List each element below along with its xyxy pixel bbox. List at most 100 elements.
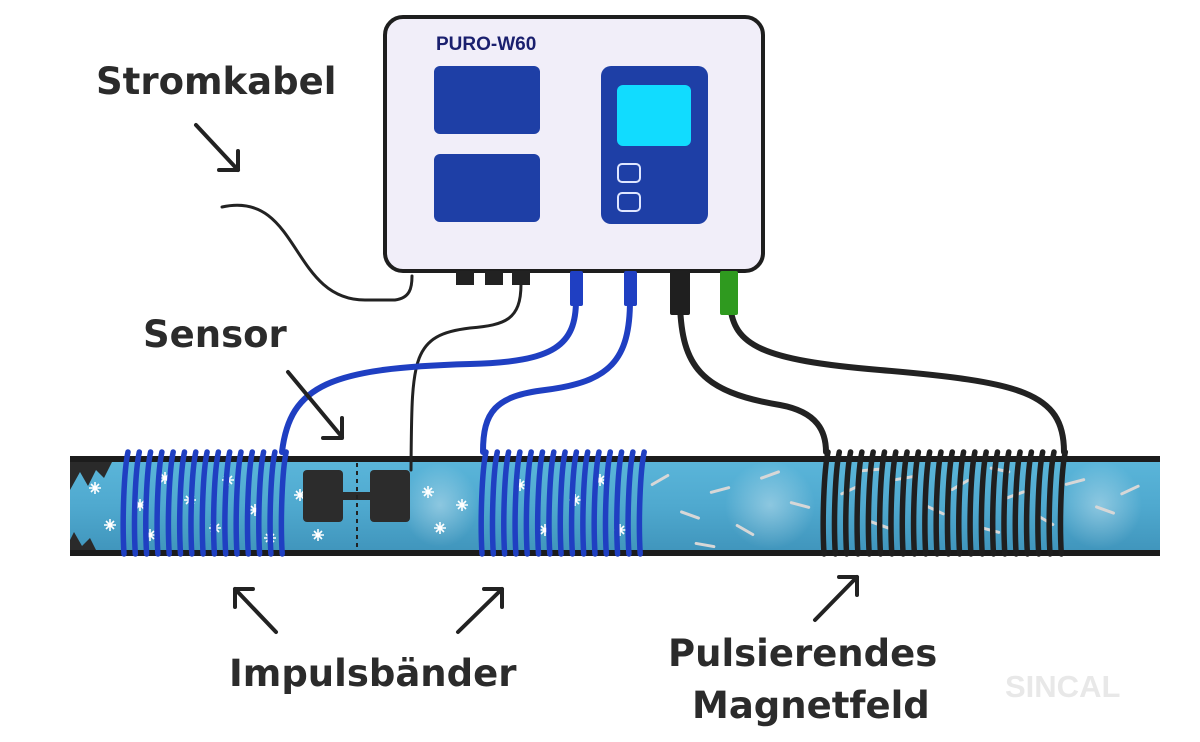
label-impulse-bands: Impulsbänder — [229, 652, 517, 695]
impulse-band-right — [478, 449, 647, 557]
coil-winding — [1035, 449, 1046, 557]
coil-winding — [244, 449, 256, 557]
coil-winding — [176, 449, 188, 557]
arrow-magnetfeld — [813, 575, 859, 622]
particle — [735, 524, 755, 536]
coil-winding — [267, 449, 278, 557]
particle — [760, 470, 780, 480]
particle — [650, 474, 670, 486]
coil-winding — [256, 449, 267, 557]
coil-winding — [210, 449, 222, 557]
label-magnetic-field-line2: Magnetfeld — [692, 684, 930, 727]
blue-cable-left — [279, 297, 579, 455]
coil-winding — [143, 449, 154, 557]
arrow-impuls-left — [233, 587, 278, 634]
coil-winding — [233, 449, 244, 557]
coil-winding — [557, 449, 568, 557]
particle — [789, 501, 811, 509]
coil-winding — [967, 449, 978, 557]
crystal — [614, 524, 626, 536]
coil-winding — [534, 449, 546, 557]
display-panel-top-left — [434, 66, 540, 134]
sincal-watermark: SINCAL — [1005, 669, 1120, 704]
crystal — [434, 522, 446, 534]
crystal — [514, 479, 526, 491]
sensor-cable — [409, 282, 523, 472]
crystal — [539, 524, 551, 536]
coil-winding — [478, 449, 489, 557]
cables — [220, 203, 1067, 472]
coil-winding — [199, 449, 210, 557]
coil-winding — [165, 449, 176, 557]
crystal — [159, 472, 171, 484]
coil-winding — [843, 449, 854, 557]
label-sensor: Sensor — [143, 313, 287, 356]
coil-winding — [568, 449, 580, 557]
coil-winding — [989, 449, 1001, 557]
coil-winding — [580, 449, 591, 557]
pointer-arrows — [194, 123, 859, 634]
label-magnetic-field-line1: Pulsierendes — [668, 632, 938, 675]
arrow-stromkabel — [194, 123, 240, 172]
crystal — [569, 494, 581, 506]
particle — [1064, 478, 1086, 486]
coil-winding — [501, 449, 512, 557]
label-power-cable: Stromkabel — [96, 60, 337, 103]
coil-winding — [1057, 449, 1069, 557]
magnetic-field-coil — [820, 449, 1069, 557]
arrow-impuls-right — [456, 587, 504, 634]
particle — [694, 541, 716, 549]
particle — [680, 510, 700, 520]
coil-winding — [899, 449, 910, 557]
coil-winding — [956, 449, 967, 557]
watermark-text: SINCAL — [1005, 669, 1120, 704]
device-model-label: PURO-W60 — [436, 34, 537, 55]
lcd-screen — [617, 85, 691, 146]
coil-winding — [546, 449, 557, 557]
crystal — [144, 529, 156, 541]
crystal — [104, 519, 116, 531]
coil-winding — [131, 449, 143, 557]
coil-winding — [1012, 449, 1023, 557]
coil-winding — [910, 449, 922, 557]
coil-winding — [854, 449, 865, 557]
control-button-2 — [617, 192, 641, 212]
coil-winding — [523, 449, 534, 557]
coil-winding — [922, 449, 933, 557]
blue-cable-right — [480, 297, 633, 455]
coil-winding — [602, 449, 614, 557]
coil-winding — [120, 449, 131, 557]
crystal — [89, 482, 101, 494]
coil-winding — [865, 449, 876, 557]
coil-winding — [188, 449, 199, 557]
crystal — [456, 499, 468, 511]
coil-winding — [625, 449, 636, 557]
particle — [709, 486, 731, 494]
crystal — [134, 499, 146, 511]
crystal — [422, 486, 434, 498]
coil-winding — [591, 449, 602, 557]
coil-winding — [1046, 449, 1057, 557]
control-unit — [383, 15, 765, 315]
coil-winding — [978, 449, 989, 557]
crystal — [249, 504, 261, 516]
coil-winding — [222, 449, 233, 557]
coil-winding — [614, 449, 625, 557]
display-panel-bottom-left — [434, 154, 540, 222]
coil-winding — [278, 449, 289, 557]
black-cable — [677, 302, 829, 455]
crystal — [312, 529, 324, 541]
coil-winding — [933, 449, 944, 557]
coil-winding — [944, 449, 956, 557]
particle — [1095, 505, 1115, 515]
coil-winding — [876, 449, 888, 557]
particle — [1120, 484, 1140, 496]
power-cable — [220, 203, 414, 302]
coil-winding — [831, 449, 843, 557]
arrow-sensor — [286, 370, 344, 440]
crystal — [594, 474, 606, 486]
coil-winding — [154, 449, 165, 557]
coil-winding — [888, 449, 899, 557]
coil-winding — [820, 449, 831, 557]
